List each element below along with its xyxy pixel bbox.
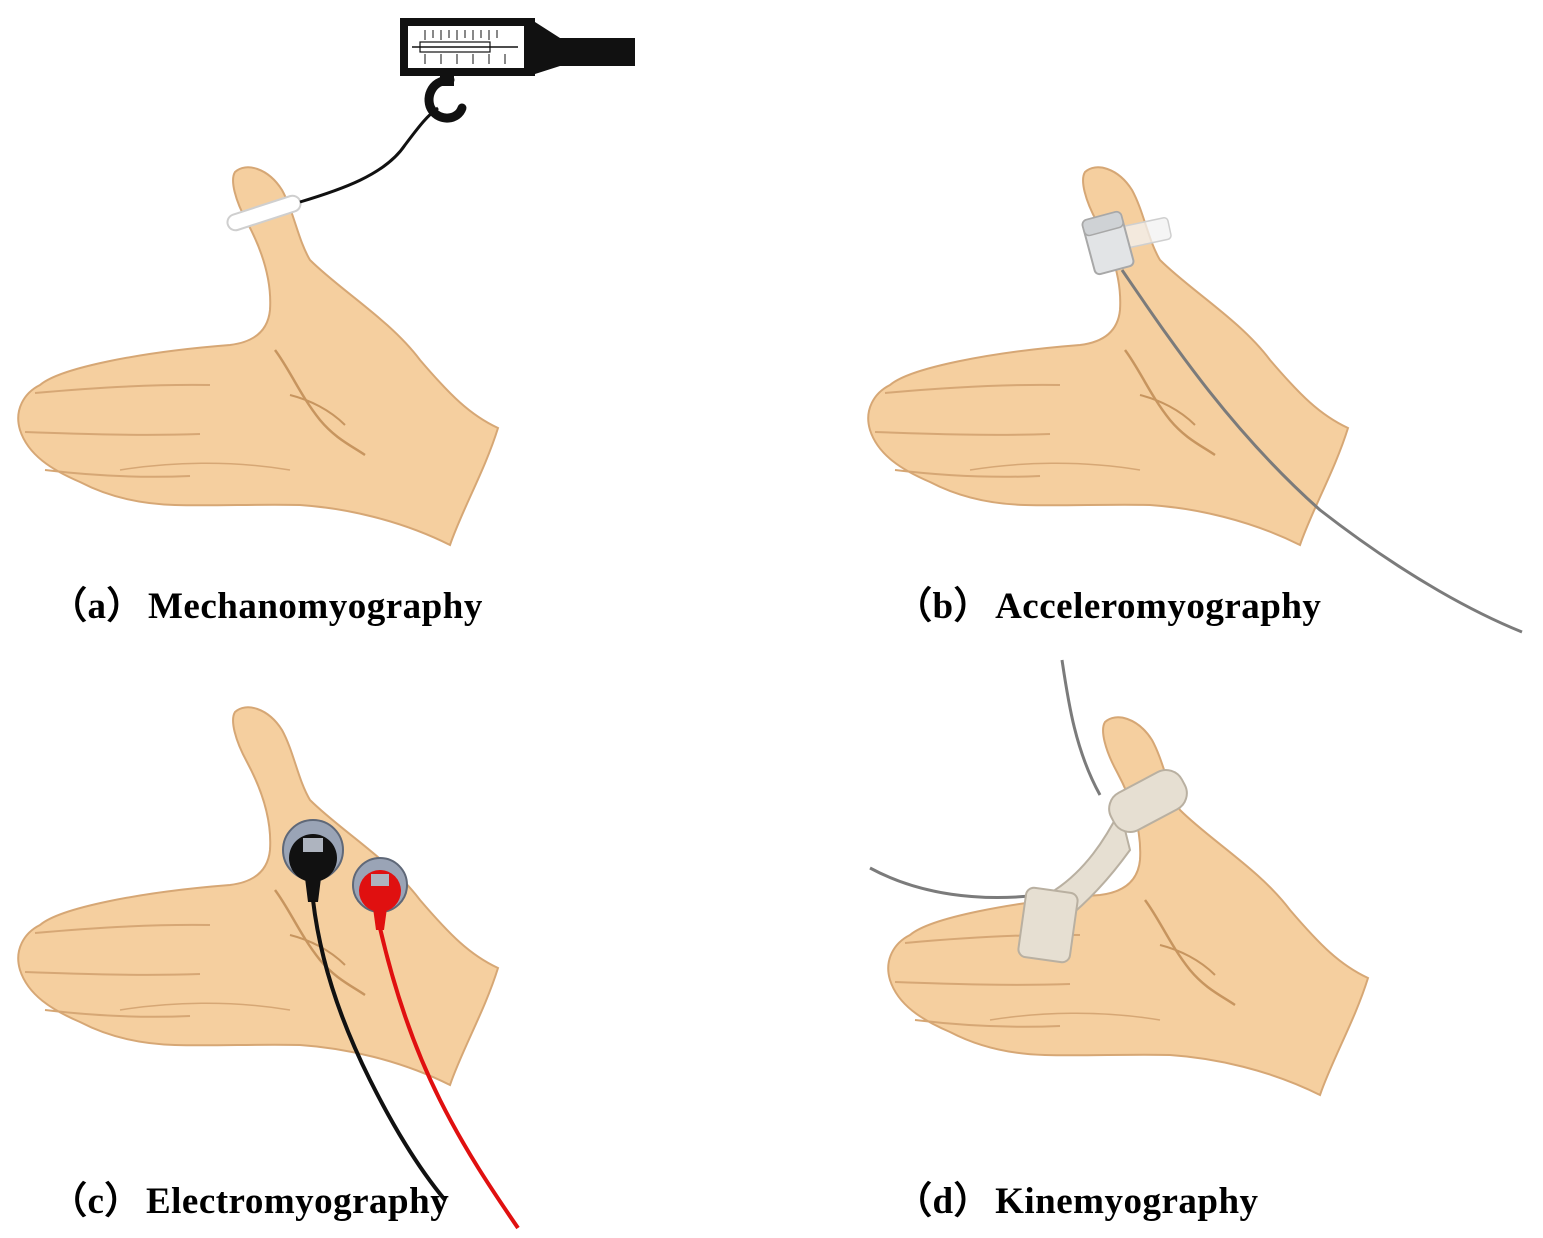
red-electrode [352,857,408,930]
caption-d-name: Kinemyography [995,1181,1259,1222]
sensor-cable [1120,269,1523,634]
hand-illustration-c [16,706,520,1230]
panel-electromyography: （c）Electromyography [0,540,771,1230]
hand-illustration-a [16,18,635,547]
panel-mechanomyography: （a）Mechanomyography [0,0,771,627]
black-electrode [282,819,344,902]
black-lead-wire [311,899,447,1202]
red-lead-wire [378,927,520,1230]
sensor-cable-left [869,866,1041,900]
caption-c-name: Electromyography [145,1181,450,1222]
hook-icon [424,75,467,123]
caption-a-name: Mechanomyography [148,586,483,627]
hand-illustration-d [869,659,1370,1097]
caption-c-label: （c） [50,1181,142,1222]
caption-d-label: （d） [895,1181,992,1222]
caption-c: （c）Electromyography [50,1170,449,1224]
caption-a: （a）Mechanomyography [50,575,483,629]
hand-illustration-b [866,166,1523,634]
sensor-cable-upper [1060,659,1102,796]
caption-b-label: （b） [895,586,992,627]
caption-d: （d）Kinemyography [895,1170,1259,1224]
force-transducer [400,18,635,76]
caption-b-name: Acceleromyography [995,586,1322,627]
caption-a-label: （a） [50,586,144,627]
panel-acceleromyography: （b）Acceleromyography [850,0,1543,634]
caption-b: （b）Acceleromyography [895,575,1321,629]
panel-kinemyography: （d）Kinemyography [850,550,1543,1222]
kinemyography-sensor [1017,769,1188,964]
force-string [299,106,439,204]
